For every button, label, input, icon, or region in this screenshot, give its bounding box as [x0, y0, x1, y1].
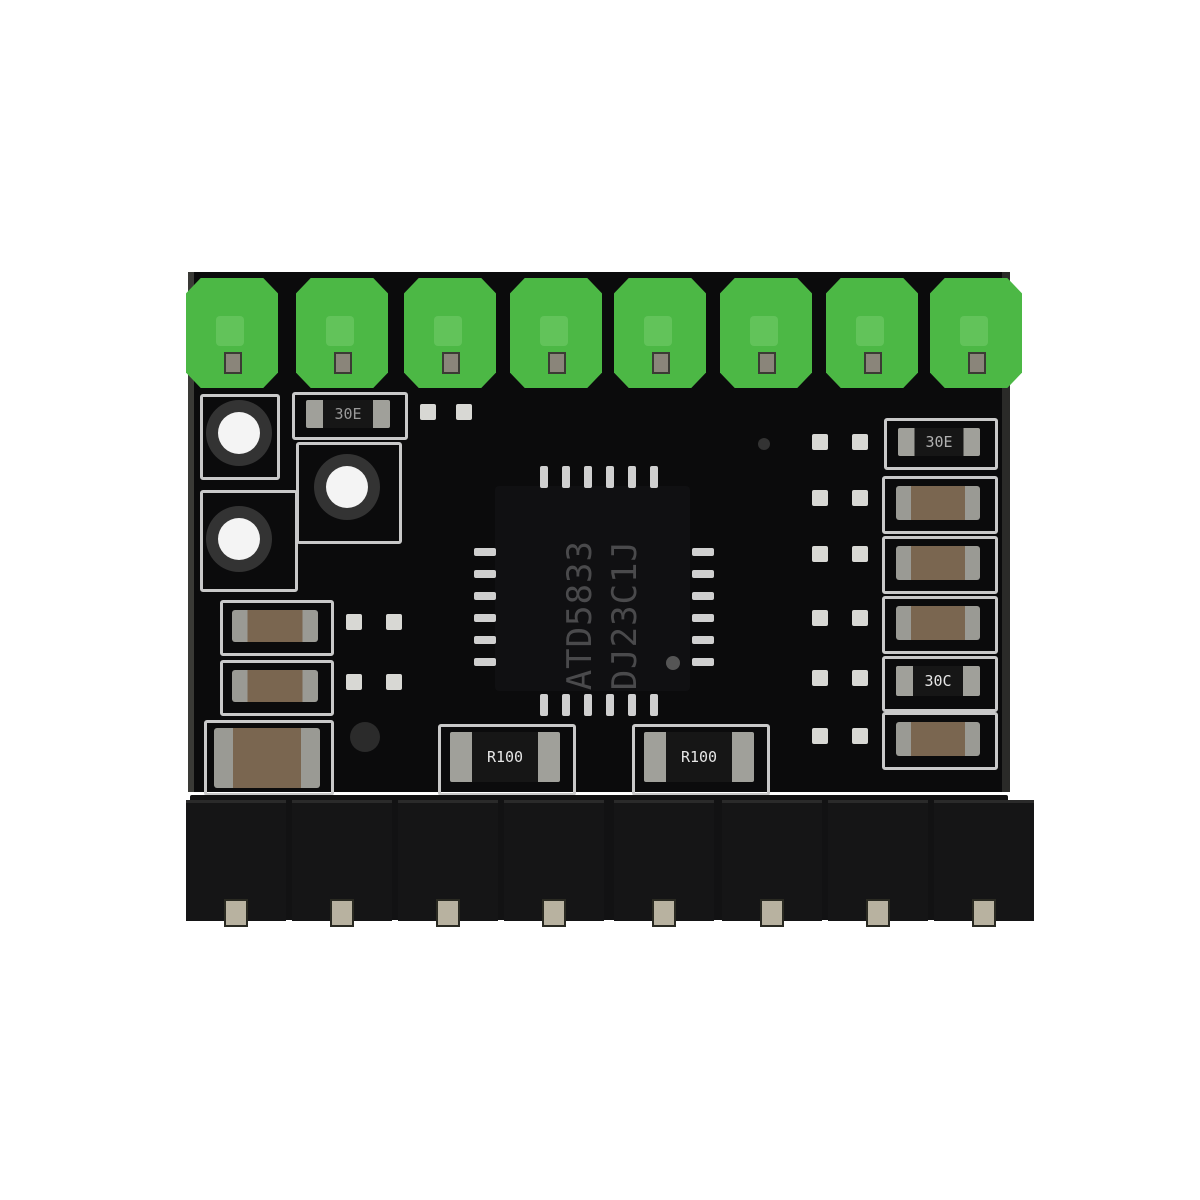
silk-outline — [882, 536, 998, 594]
silk-outline — [292, 392, 408, 440]
bottom-header-pin — [934, 800, 1034, 927]
board-edge-left — [188, 272, 194, 792]
capacitor-large — [214, 728, 320, 788]
silk-outline — [884, 418, 998, 470]
bottom-header-pin — [398, 800, 498, 927]
through-hole — [218, 518, 260, 560]
through-hole — [326, 466, 368, 508]
capacitor — [896, 486, 980, 520]
top-header-pin — [614, 278, 706, 388]
capacitor — [232, 670, 318, 702]
pin1-marker — [666, 656, 680, 670]
top-header-pin — [826, 278, 918, 388]
top-header-pin — [186, 278, 278, 388]
silk-outline — [204, 720, 334, 796]
silk-outline — [220, 660, 334, 716]
resistor-30e: 30E — [306, 400, 390, 428]
sense-resistor-left: R100 — [450, 732, 560, 782]
resistor-30c: 30C — [896, 666, 980, 696]
bottom-header-pin — [292, 800, 392, 927]
test-pad — [346, 614, 362, 630]
silk-outline — [296, 442, 402, 544]
test-pad — [456, 404, 472, 420]
capacitor — [896, 546, 980, 580]
bottom-header-pin — [722, 800, 822, 927]
bottom-header-pin — [504, 800, 604, 927]
test-pad — [346, 674, 362, 690]
resistor-30e-right: 30E — [898, 428, 980, 456]
bottom-header-pin — [828, 800, 928, 927]
silk-outline — [632, 724, 770, 796]
silk-outline — [220, 600, 334, 656]
test-pad — [386, 614, 402, 630]
top-header-pin — [296, 278, 388, 388]
capacitor — [232, 610, 318, 642]
sense-resistor-right: R100 — [644, 732, 754, 782]
test-pad — [386, 674, 402, 690]
capacitor — [896, 722, 980, 756]
silk-outline — [882, 596, 998, 654]
chip-marking-line2: DJ23C1J — [605, 540, 645, 691]
driver-ic — [495, 486, 690, 691]
top-header-pin — [930, 278, 1022, 388]
silk-outline — [882, 656, 998, 712]
capacitor — [896, 606, 980, 640]
bottom-header-pin — [614, 800, 714, 927]
silk-outline — [200, 394, 280, 480]
chip-marking-line1: ATD5833 — [560, 540, 600, 691]
top-header-pin — [720, 278, 812, 388]
silk-outline — [438, 724, 576, 796]
through-hole — [218, 412, 260, 454]
board-edge-right — [1002, 272, 1010, 792]
via — [350, 722, 380, 752]
silk-outline — [882, 476, 998, 534]
top-header-pin — [404, 278, 496, 388]
bottom-header-pin — [186, 800, 286, 927]
test-pad — [420, 404, 436, 420]
top-header-pin — [510, 278, 602, 388]
silk-outline — [882, 712, 998, 770]
